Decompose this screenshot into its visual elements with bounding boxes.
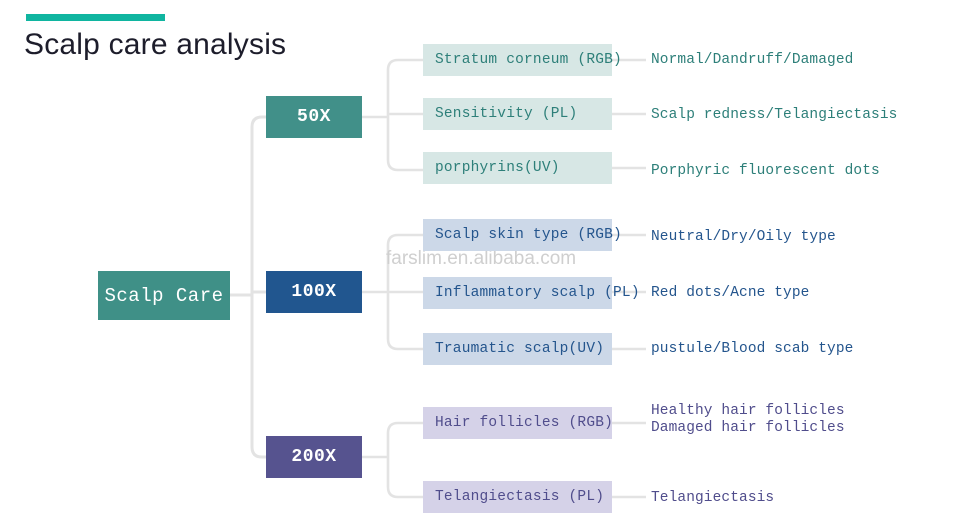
magnification-node-200x-label: 200X: [291, 447, 337, 467]
description-inflammatory-scalp: Red dots/Acne type: [651, 285, 810, 301]
title-accent-bar: [26, 14, 165, 21]
description-stratum-corneum: Normal/Dandruff/Damaged: [651, 52, 854, 68]
description-scalp-skin-type: Neutral/Dry/Oily type: [651, 229, 836, 245]
page-title: Scalp care analysis: [24, 28, 287, 61]
magnification-node-100x[interactable]: 100X: [266, 271, 362, 313]
item-node-label: Traumatic scalp(UV): [435, 341, 605, 357]
item-node-label: Hair follicles (RGB): [435, 415, 614, 431]
item-node-label: Scalp skin type (RGB): [435, 227, 622, 243]
root-node-scalp-care[interactable]: Scalp Care: [98, 271, 230, 320]
magnification-node-200x[interactable]: 200X: [266, 436, 362, 478]
item-node-telangiectasis[interactable]: Telangiectasis (PL): [423, 481, 612, 513]
item-node-inflammatory-scalp[interactable]: Inflammatory scalp (PL): [423, 277, 640, 309]
item-node-label: Inflammatory scalp (PL): [435, 285, 640, 301]
description-hair-follicles: Healthy hair follicles Damaged hair foll…: [651, 403, 845, 436]
description-traumatic-scalp: pustule/Blood scab type: [651, 341, 854, 357]
magnification-node-50x-label: 50X: [297, 107, 331, 127]
root-node-label: Scalp Care: [104, 284, 224, 307]
item-node-porphyrins[interactable]: porphyrins(UV): [423, 152, 612, 184]
item-node-traumatic-scalp[interactable]: Traumatic scalp(UV): [423, 333, 612, 365]
item-node-label: Stratum corneum (RGB): [435, 52, 622, 68]
item-node-stratum-corneum[interactable]: Stratum corneum (RGB): [423, 44, 622, 76]
item-node-scalp-skin-type[interactable]: Scalp skin type (RGB): [423, 219, 622, 251]
item-node-label: Telangiectasis (PL): [435, 489, 605, 505]
description-telangiectasis: Telangiectasis: [651, 490, 775, 506]
item-node-label: Sensitivity (PL): [435, 106, 578, 122]
magnification-node-100x-label: 100X: [291, 282, 337, 302]
item-node-hair-follicles[interactable]: Hair follicles (RGB): [423, 407, 614, 439]
magnification-node-50x[interactable]: 50X: [266, 96, 362, 138]
item-node-sensitivity[interactable]: Sensitivity (PL): [423, 98, 612, 130]
description-porphyrins: Porphyric fluorescent dots: [651, 163, 880, 179]
item-node-label: porphyrins(UV): [435, 160, 560, 176]
description-sensitivity: Scalp redness/Telangiectasis: [651, 107, 898, 123]
